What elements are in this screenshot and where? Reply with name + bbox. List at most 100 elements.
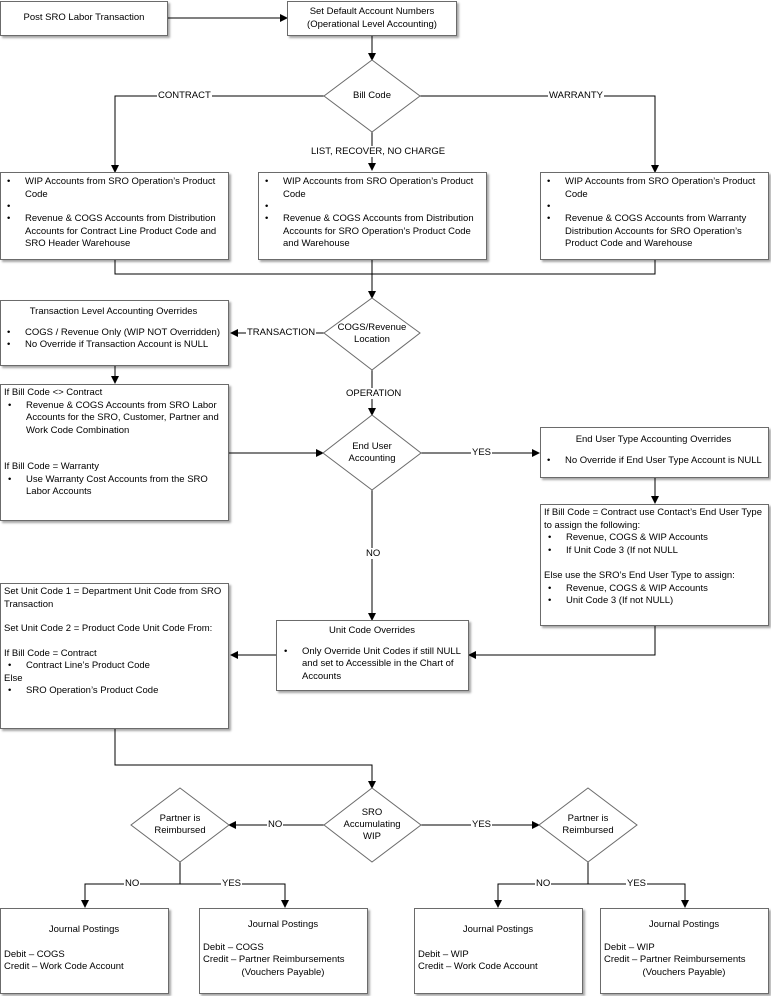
sro-wip-line-1: SRO bbox=[361, 807, 383, 818]
set-default-title: Set Default Account Numbers bbox=[309, 6, 435, 17]
set-default-subtitle: (Operational Level Accounting) bbox=[307, 18, 437, 30]
spacer bbox=[4, 611, 224, 623]
journal-credit: Credit – Partner Reimbursements bbox=[604, 954, 746, 965]
edge-label-contract: CONTRACT bbox=[157, 90, 212, 101]
unit-code-overrides-box: Unit Code Overrides Only Override Unit C… bbox=[276, 620, 469, 691]
warranty-revenue-cogs-item: Revenue & COGS Accounts from Warranty Di… bbox=[543, 213, 764, 251]
warranty-accounts-box: WIP Accounts from SRO Operation’s Produc… bbox=[540, 172, 769, 260]
sro-accumulating-wip-label: SRO Accumulating WIP bbox=[330, 807, 414, 843]
edge-label-yes-wip: YES bbox=[471, 819, 493, 830]
journal-credit-note: (Vouchers Payable) bbox=[642, 966, 726, 978]
end-user-type-detail-box: If Bill Code = Contract use Contact’s En… bbox=[540, 504, 769, 626]
journal-credit-note: (Vouchers Payable) bbox=[241, 966, 325, 978]
labor-heading-1: If Bill Code <> Contract bbox=[4, 387, 103, 398]
unit-code-overrides-title: Unit Code Overrides bbox=[328, 625, 416, 636]
journal-credit: Credit – Partner Reimbursements bbox=[203, 954, 345, 965]
edge-label-operation: OPERATION bbox=[345, 388, 403, 399]
journal-postings-box-2: Journal Postings Debit – COGS Credit – P… bbox=[199, 908, 368, 994]
set-unit-line-2: Set Unit Code 2 = Product Code Unit Code… bbox=[4, 623, 213, 634]
contract-revenue-cogs-item: Revenue & COGS Accounts from Distributio… bbox=[3, 213, 224, 251]
partner-right-line-2: Reimbursed bbox=[562, 825, 614, 836]
labor-heading-2: If Bill Code = Warranty bbox=[4, 461, 99, 472]
bill-code-diamond bbox=[323, 59, 421, 133]
cogs-revenue-line-1: COGS/Revenue bbox=[337, 322, 407, 333]
partner-reimbursed-right-label: Partner is Reimbursed bbox=[546, 813, 630, 837]
spacer bbox=[418, 937, 578, 949]
spacer bbox=[261, 201, 482, 214]
end-user-detail-item-2: If Unit Code 3 (If not NULL bbox=[544, 545, 764, 558]
edge-label-no-wip: NO bbox=[267, 819, 284, 830]
spacer bbox=[543, 447, 764, 455]
journal-postings-title: Journal Postings bbox=[247, 919, 319, 930]
partner-reimbursed-left-diamond bbox=[130, 787, 230, 863]
list-recover-accounts-box: WIP Accounts from SRO Operation’s Produc… bbox=[258, 172, 487, 260]
transaction-override-item-2: No Override if Transaction Account is NU… bbox=[3, 339, 224, 352]
journal-postings-box-4: Journal Postings Debit – WIP Credit – Pa… bbox=[600, 908, 769, 994]
journal-debit: Debit – COGS bbox=[203, 941, 264, 953]
unit-code-override-item: Only Override Unit Codes if still NULL a… bbox=[280, 646, 464, 684]
labor-accounts-box: If Bill Code <> Contract Revenue & COGS … bbox=[0, 384, 229, 521]
spacer bbox=[4, 437, 224, 461]
contract-wip-item: WIP Accounts from SRO Operation’s Produc… bbox=[3, 176, 224, 201]
edge-label-no-partner-right: NO bbox=[535, 878, 552, 889]
journal-postings-title: Journal Postings bbox=[462, 924, 534, 935]
edge-label-yes-end-user: YES bbox=[471, 447, 493, 458]
end-user-detail-item-1: Revenue, COGS & WIP Accounts bbox=[544, 532, 764, 545]
end-user-detail-item-4: Unit Code 3 (If not NULL) bbox=[544, 595, 764, 608]
spacer bbox=[604, 932, 764, 942]
spacer bbox=[544, 557, 764, 570]
post-sro-labor-transaction-text: Post SRO Labor Transaction bbox=[23, 12, 145, 23]
end-user-detail-item-3: Revenue, COGS & WIP Accounts bbox=[544, 583, 764, 596]
bill-code-label: Bill Code bbox=[352, 90, 392, 101]
sro-wip-line-2: Accumulating bbox=[343, 819, 401, 830]
spacer bbox=[203, 932, 363, 942]
set-unit-line-1: Set Unit Code 1 = Department Unit Code f… bbox=[4, 586, 222, 610]
end-user-detail-p2: Else use the SRO’s End User Type to assi… bbox=[544, 570, 735, 581]
edge-label-transaction: TRANSACTION bbox=[246, 327, 317, 338]
journal-postings-title: Journal Postings bbox=[48, 924, 120, 935]
partner-reimbursed-right-diamond bbox=[538, 787, 638, 863]
journal-debit: Debit – WIP bbox=[604, 941, 655, 953]
sro-accumulating-wip-diamond bbox=[323, 787, 422, 863]
partner-left-line-2: Reimbursed bbox=[154, 825, 206, 836]
journal-credit: Credit – Work Code Account bbox=[4, 961, 124, 972]
set-default-accounts-box: Set Default Account Numbers (Operational… bbox=[287, 1, 457, 36]
edge-label-no-partner-left: NO bbox=[124, 878, 141, 889]
end-user-overrides-box: End User Type Accounting Overrides No Ov… bbox=[540, 427, 769, 478]
edge-label-yes-partner-right: YES bbox=[626, 878, 648, 889]
post-sro-labor-transaction-box: Post SRO Labor Transaction bbox=[0, 1, 168, 36]
partner-reimbursed-left-label: Partner is Reimbursed bbox=[138, 813, 222, 837]
journal-debit: Debit – COGS bbox=[4, 948, 65, 960]
transaction-overrides-title: Transaction Level Accounting Overrides bbox=[29, 306, 198, 317]
cogs-revenue-line-2: Location bbox=[354, 334, 390, 345]
set-unit-item-1: Contract Line’s Product Code bbox=[4, 660, 224, 673]
list-wip-item: WIP Accounts from SRO Operation’s Produc… bbox=[261, 176, 482, 201]
journal-postings-title: Journal Postings bbox=[648, 919, 720, 930]
cogs-revenue-location-diamond bbox=[323, 297, 421, 371]
spacer bbox=[4, 636, 224, 648]
spacer bbox=[280, 638, 464, 646]
spacer bbox=[543, 201, 764, 214]
set-unit-line-3: If Bill Code = Contract bbox=[4, 647, 97, 659]
end-user-line-2: Accounting bbox=[348, 453, 396, 464]
end-user-line-1: End User bbox=[352, 441, 392, 452]
cogs-revenue-location-label: COGS/Revenue Location bbox=[330, 322, 414, 346]
edge-label-warranty: WARRANTY bbox=[548, 90, 605, 101]
end-user-overrides-title: End User Type Accounting Overrides bbox=[575, 434, 732, 445]
labor-item-2: Use Warranty Cost Accounts from the SRO … bbox=[4, 474, 224, 499]
transaction-overrides-box: Transaction Level Accounting Overrides C… bbox=[0, 300, 229, 366]
list-revenue-cogs-item: Revenue & COGS Accounts from Distributio… bbox=[261, 213, 482, 251]
sro-wip-line-3: WIP bbox=[363, 831, 381, 842]
journal-postings-box-1: Journal Postings Debit – COGS Credit – W… bbox=[0, 908, 169, 994]
set-unit-line-4: Else bbox=[4, 672, 23, 684]
edge-label-yes-partner-left: YES bbox=[221, 878, 243, 889]
edge-label-list-recover-no-charge: LIST, RECOVER, NO CHARGE bbox=[310, 146, 447, 157]
journal-postings-box-3: Journal Postings Debit – WIP Credit – Wo… bbox=[414, 908, 583, 994]
spacer bbox=[3, 319, 224, 327]
partner-right-line-1: Partner is bbox=[567, 813, 609, 824]
journal-debit: Debit – WIP bbox=[418, 948, 469, 960]
journal-credit: Credit – Work Code Account bbox=[418, 961, 538, 972]
partner-left-line-1: Partner is bbox=[159, 813, 201, 824]
